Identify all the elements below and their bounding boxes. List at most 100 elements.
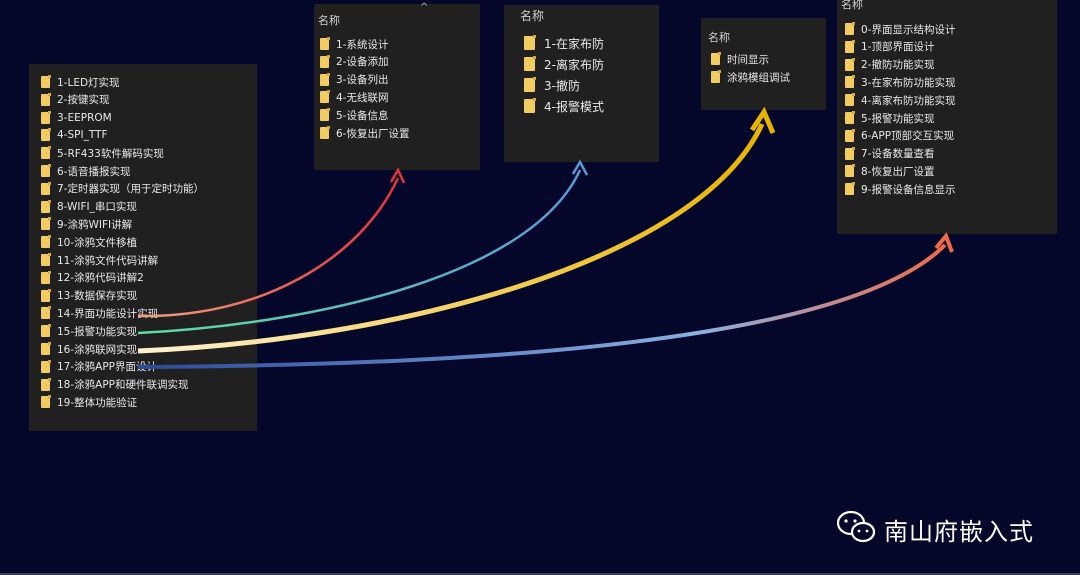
- folder-item[interactable]: 2-按键实现: [41, 92, 109, 108]
- folder-item[interactable]: 9-涂鸦WIFI讲解: [41, 216, 132, 232]
- folder-icon: [845, 146, 855, 160]
- folder-icon: [524, 77, 536, 92]
- folder-icon: [41, 288, 51, 302]
- folder-label: 1-系统设计: [336, 38, 389, 51]
- folder-item[interactable]: 5-RF433软件解码实现: [41, 145, 164, 161]
- folder-item[interactable]: 2-设备添加: [320, 54, 388, 70]
- folder-icon: [845, 39, 855, 53]
- folder-icon: [41, 164, 51, 177]
- folder-item[interactable]: 18-涂鸦APP和硬件联调实现: [41, 377, 189, 393]
- folder-item[interactable]: 16-涂鸦联网实现: [41, 341, 137, 357]
- folder-label: 17-涂鸦APP界面设计: [57, 361, 157, 374]
- folder-label: 6-APP顶部交互实现: [861, 130, 955, 143]
- folder-item[interactable]: 5-报警功能实现: [845, 110, 934, 126]
- folder-label: 12-涂鸦代码讲解2: [57, 272, 144, 285]
- folder-label: 3-在家布防功能实现: [861, 76, 956, 89]
- brand-name: 南山府嵌入式: [884, 518, 1034, 546]
- folder-item[interactable]: 时间显示: [711, 51, 769, 67]
- folder-item[interactable]: 2-离家布防: [524, 54, 604, 74]
- column-header-name[interactable]: 名称: [841, 0, 863, 11]
- folder-icon: [41, 146, 51, 160]
- folder-item[interactable]: 19-整体功能验证: [41, 394, 137, 410]
- folder-label: 2-设备添加: [336, 56, 389, 69]
- folder-item[interactable]: 4-报警模式: [524, 96, 604, 116]
- folder-icon: [41, 306, 51, 320]
- folder-icon: [845, 164, 855, 178]
- folder-label: 5-RF433软件解码实现: [57, 147, 164, 160]
- folder-item[interactable]: 1-顶部界面设计: [845, 39, 934, 55]
- alarm-folder-panel: 名称 1-在家布防 2-离家布防 3-撤防 4-报警模式: [504, 5, 659, 162]
- folder-item[interactable]: 6-恢复出厂设置: [320, 125, 409, 141]
- folder-icon: [845, 128, 855, 142]
- folder-label: 4-离家布防功能实现: [861, 94, 956, 107]
- folder-item[interactable]: 8-恢复出厂设置: [845, 163, 934, 179]
- folder-label: 时间显示: [727, 53, 769, 66]
- folder-icon: [845, 75, 855, 89]
- folder-item[interactable]: 8-WIFI_串口实现: [41, 199, 137, 215]
- column-header-name[interactable]: 名称: [318, 14, 340, 27]
- folder-item[interactable]: 1-在家布防: [524, 33, 604, 53]
- folder-item[interactable]: 涂鸦模组调试: [711, 69, 790, 85]
- folder-item[interactable]: 2-撤防功能实现: [845, 57, 934, 73]
- folder-icon: [41, 324, 51, 338]
- folder-item[interactable]: 3-设备列出: [320, 72, 388, 88]
- folder-icon: [320, 54, 330, 68]
- folder-item[interactable]: 10-涂鸦文件移植: [41, 234, 137, 250]
- folder-label: 8-WIFI_串口实现: [57, 201, 137, 214]
- folder-item[interactable]: 11-涂鸦文件代码讲解: [41, 252, 158, 268]
- folder-item[interactable]: 9-报警设备信息显示: [845, 181, 955, 197]
- folder-icon: [41, 253, 51, 266]
- folder-item[interactable]: 3-EEPROM: [41, 110, 112, 126]
- folder-label: 5-设备信息: [336, 109, 389, 122]
- folder-item[interactable]: 6-APP顶部交互实现: [845, 128, 954, 144]
- sort-caret-icon[interactable]: ^: [420, 2, 429, 13]
- folder-item[interactable]: 4-无线联网: [320, 89, 388, 105]
- folder-item[interactable]: 0-界面显示结构设计: [845, 21, 955, 37]
- folder-label: 9-报警设备信息显示: [861, 183, 956, 196]
- folder-icon: [524, 56, 536, 71]
- folder-icon: [41, 92, 51, 106]
- arrowhead-network: [749, 106, 776, 134]
- folder-label: 1-在家布防: [544, 36, 604, 51]
- folder-item[interactable]: 6-语音播报实现: [41, 163, 130, 179]
- folder-item[interactable]: 1-系统设计: [320, 36, 388, 52]
- app-folder-panel: 名称 0-界面显示结构设计 1-顶部界面设计 2-撤防功能实现 3-在家布防功能实现 4…: [837, 0, 1057, 234]
- folder-label: 10-涂鸦文件移植: [57, 236, 138, 249]
- column-header-name[interactable]: 名称: [708, 31, 730, 44]
- folder-icon: [41, 342, 51, 355]
- arrow-interface: [137, 177, 400, 318]
- bottom-border: [0, 573, 1080, 575]
- folder-label: 4-SPI_TTF: [57, 129, 108, 142]
- folder-label: 7-设备数量查看: [861, 148, 935, 161]
- folder-icon: [41, 270, 51, 284]
- folder-item[interactable]: 7-定时器实现（用于定时功能）: [41, 181, 204, 197]
- folder-label: 2-按键实现: [57, 94, 110, 107]
- folder-item[interactable]: 3-撤防: [524, 75, 580, 95]
- folder-item[interactable]: 5-设备信息: [320, 107, 388, 123]
- folder-item[interactable]: 4-离家布防功能实现: [845, 92, 955, 108]
- folder-label: 4-报警模式: [544, 99, 604, 114]
- folder-label: 1-顶部界面设计: [861, 41, 935, 54]
- folder-item[interactable]: 13-数据保存实现: [41, 288, 137, 304]
- folder-label: 6-恢复出厂设置: [336, 127, 410, 140]
- folder-label: 4-无线联网: [336, 91, 389, 104]
- folder-item[interactable]: 3-在家布防功能实现: [845, 74, 955, 90]
- folder-item[interactable]: 15-报警功能实现: [41, 323, 137, 339]
- folder-item[interactable]: 14-界面功能设计实现: [41, 305, 158, 321]
- folder-icon: [845, 22, 855, 35]
- column-header-name[interactable]: 名称: [520, 9, 545, 23]
- arrowhead-app: [934, 232, 954, 253]
- folder-item[interactable]: 4-SPI_TTF: [41, 127, 108, 143]
- folder-label: 2-撤防功能实现: [861, 59, 935, 72]
- folder-label: 3-撤防: [544, 78, 580, 93]
- folder-label: 16-涂鸦联网实现: [57, 343, 138, 356]
- folder-item[interactable]: 12-涂鸦代码讲解2: [41, 270, 144, 286]
- folder-label: 18-涂鸦APP和硬件联调实现: [57, 379, 189, 392]
- folder-item[interactable]: 17-涂鸦APP界面设计: [41, 359, 157, 375]
- folder-label: 11-涂鸦文件代码讲解: [57, 254, 159, 267]
- folder-label: 6-语音播报实现: [57, 165, 131, 178]
- folder-icon: [320, 72, 330, 86]
- folder-item[interactable]: 7-设备数量查看: [845, 146, 934, 162]
- folder-label: 19-整体功能验证: [57, 396, 138, 409]
- folder-item[interactable]: 1-LED灯实现: [41, 74, 120, 90]
